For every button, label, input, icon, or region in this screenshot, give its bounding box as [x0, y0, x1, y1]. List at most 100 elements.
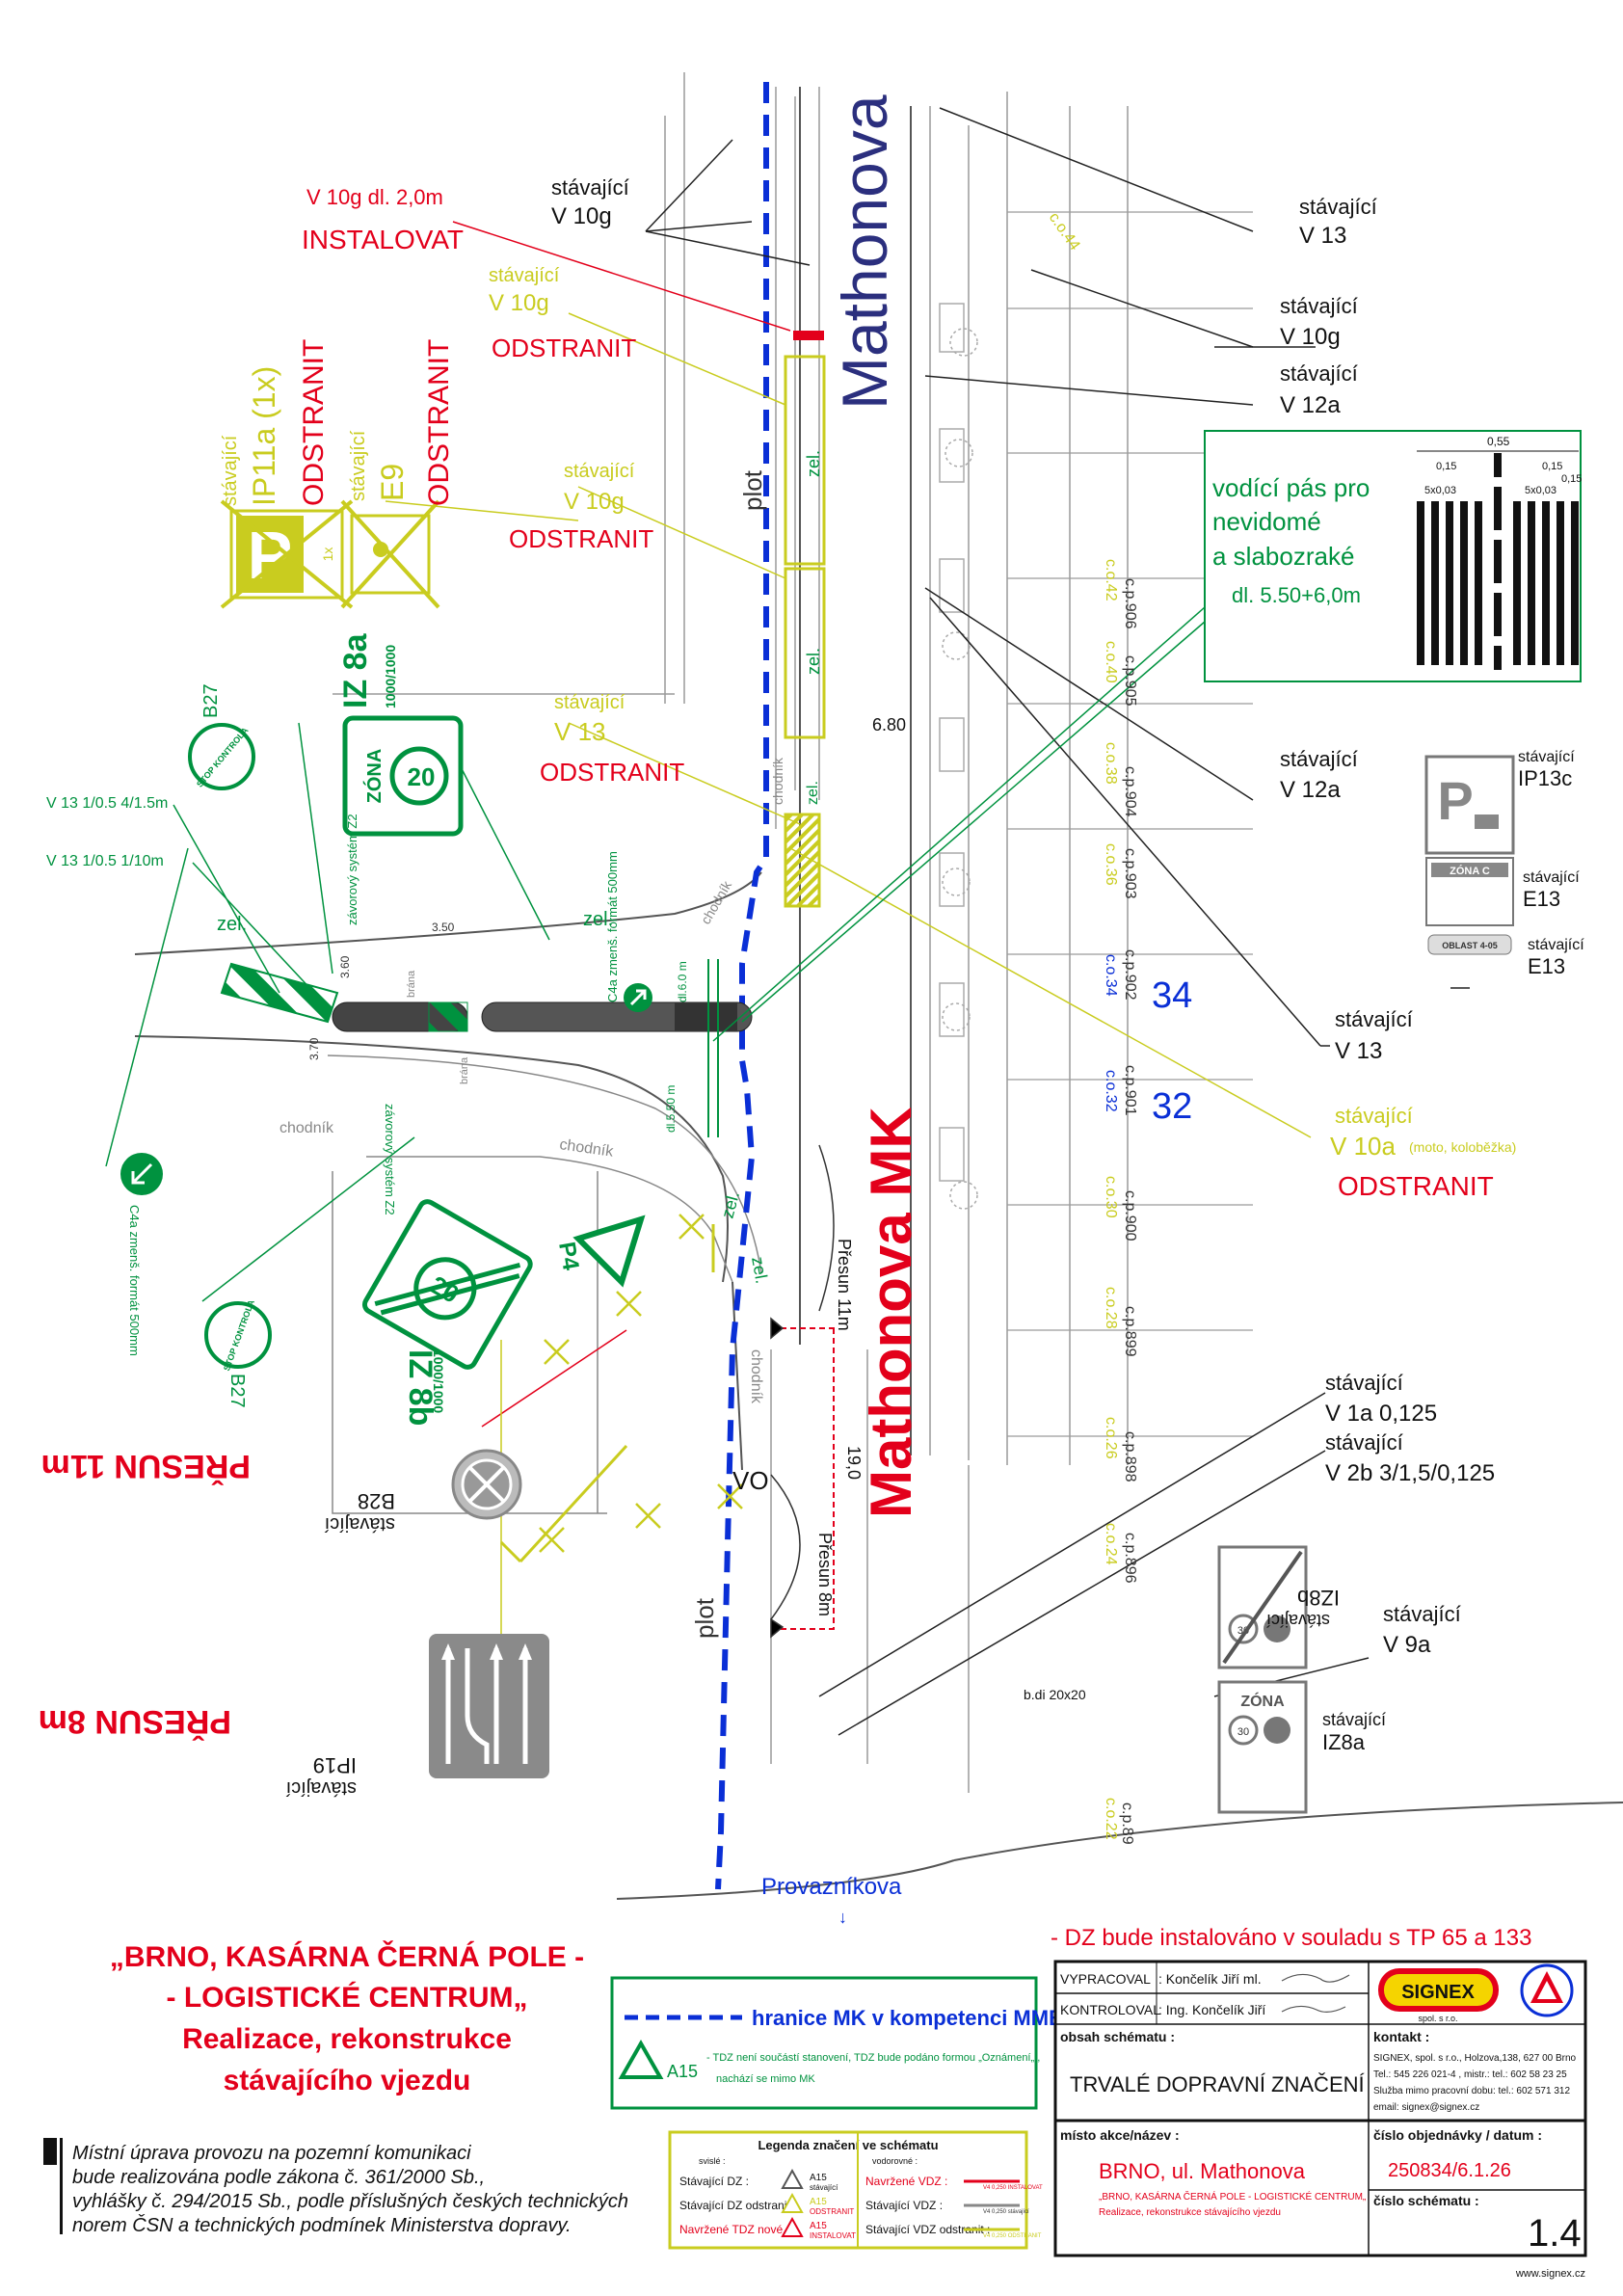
label-remove-ip11a: ODSTRANIT — [298, 339, 330, 506]
project-title-2: - LOGISTICKÉ CENTRUM„ — [167, 1981, 528, 2014]
iz8a-small-speed: 30 — [1237, 1726, 1249, 1738]
legal-block: Místní úprava provozu na pozemní komunik… — [43, 2138, 628, 2236]
tb-checked-label: KONTROLOVAL — [1060, 2002, 1160, 2017]
tb-place: BRNO, ul. Mathonova — [1099, 2159, 1306, 2183]
move-arrows — [770, 1144, 835, 1639]
guide-strip-markers — [707, 959, 719, 1137]
label-existing-v1a: stávající — [1325, 1371, 1403, 1395]
label-c4a-1: C4a zmenš. formát 500mm — [605, 851, 620, 1002]
label-chodnik-1: chodník — [279, 1120, 334, 1136]
label-existing-r3: stávající — [1280, 361, 1358, 386]
tb-contact-3: Služba mimo pracovní dobu: tel.: 602 571… — [1373, 2086, 1570, 2096]
label-existing-ip13c: stávající — [1518, 749, 1575, 765]
iz8b-small-sign: 30 — [1217, 1545, 1308, 1669]
label-iz8b: IZ 8b — [402, 1349, 439, 1426]
ip13c-parking-sign: P ZÓNA C OBLAST 4-05 — [1424, 755, 1515, 955]
label-existing-ip11a: stávající — [220, 435, 241, 506]
label-v10g-r2: V 10g — [1280, 324, 1341, 350]
label-existing-r2: stávající — [1280, 294, 1358, 318]
legend-existing-vdz-remove: Stávající VDZ odstranit : — [865, 2223, 990, 2236]
p4-yield-sign — [572, 1215, 646, 1288]
label-iz8b-small: IZ8b — [1297, 1586, 1340, 1610]
label-zel-2: zel. — [583, 909, 613, 930]
guide-title-3: a slabozraké — [1212, 542, 1354, 571]
ip11a-count: 1x — [320, 547, 335, 562]
label-existing-r5: stávající — [1335, 1007, 1413, 1031]
city-boundary-line — [715, 82, 769, 1890]
orient-28: c.o.28 — [1103, 1287, 1119, 1329]
legend-a15-1-sub: stávající — [810, 2183, 838, 2192]
tb-checked: : Ing. Končelík Jiří — [1158, 2002, 1265, 2017]
label-remove-3: ODSTRANIT — [540, 758, 684, 787]
label-v10a-note: (moto, koloběžka) — [1409, 1139, 1516, 1155]
label-move-8m: PŘESUN 8m — [39, 1703, 231, 1740]
note-tp-compliance: - DZ bude instalováno v souladu s TP 65 … — [1051, 1925, 1531, 1951]
house-906: c.p.906 — [1122, 578, 1138, 629]
street-mathonova-mk: Mathonova MK — [859, 1107, 923, 1518]
label-existing-v9a: stávající — [1383, 1602, 1461, 1626]
iz8a-zona-text: ZÓNA — [362, 749, 386, 804]
label-ip13c: IP13c — [1518, 766, 1572, 790]
label-dl55: dl.5.50 m — [664, 1085, 678, 1133]
legend-existing-dz: Stávající DZ : — [679, 2175, 749, 2188]
house-896: c.p.896 — [1122, 1533, 1138, 1584]
iz8a-speed: 20 — [408, 762, 436, 791]
legend-new-vdz: Navržené VDZ : — [865, 2175, 947, 2188]
orient-44: c.o.44 — [1046, 210, 1083, 254]
label-remove-e9: ODSTRANIT — [423, 339, 455, 506]
guide-width-015c: 0,15 — [1561, 473, 1582, 485]
a15-code: A15 — [667, 2062, 698, 2081]
tb-contact-1: SIGNEX, spol. s r.o., Holzova,138, 627 0… — [1373, 2053, 1577, 2064]
label-e9: E9 — [375, 464, 410, 501]
tb-order: 250834/6.1.26 — [1388, 2160, 1511, 2181]
label-v13-r1: V 13 — [1299, 223, 1346, 249]
project-title-4: stávajícího vjezdu — [224, 2065, 471, 2096]
signature-checked — [1281, 2005, 1346, 2013]
orientation-numbers: c.o.42 c.o.40 c.o.38 c.o.36 c.o.34 c.o.3… — [1046, 210, 1119, 1840]
guide-title-1: vodící pás pro — [1212, 473, 1370, 502]
label-house-34: 34 — [1152, 975, 1192, 1016]
legend-line-b: V4 0,250 stávající — [983, 2209, 1029, 2215]
label-v1a: V 1a 0,125 — [1325, 1401, 1437, 1427]
label-iz8a-small: IZ8a — [1322, 1730, 1366, 1754]
label-existing-e9: stávající — [348, 430, 369, 501]
b27-sign-top: STOP KONTROLA — [188, 723, 255, 790]
tb-order-label: číslo objednávky / datum : — [1373, 2127, 1542, 2143]
label-gate-2: brána — [459, 1056, 470, 1084]
label-v13-yellow: V 13 — [554, 717, 606, 746]
guide-strip-detail — [1204, 430, 1582, 682]
label-zel-1: zel. — [217, 914, 247, 935]
tb-contact-label: kontakt : — [1373, 2029, 1429, 2044]
label-barrier-system-2: závorový systém Z2 — [383, 1104, 397, 1215]
orient-24: c.o.24 — [1103, 1523, 1119, 1565]
label-presun-11m: Přesun 11m — [835, 1239, 854, 1331]
label-b28: B28 — [358, 1489, 395, 1513]
label-chodnik-5: chodník — [770, 757, 785, 805]
orient-26: c.o.26 — [1103, 1417, 1119, 1459]
signex-logo-sub: spol. s r.o. — [1418, 2014, 1457, 2023]
tb-contents: TRVALÉ DOPRAVNÍ ZNAČENÍ — [1070, 2072, 1366, 2096]
legend-a15-2-sub: ODSTRANIT — [810, 2207, 854, 2216]
street-mathonova: Mathonova — [829, 94, 900, 410]
legend-existing-vdz: Stávající VDZ : — [865, 2199, 943, 2212]
label-v13-r5: V 13 — [1335, 1038, 1382, 1064]
label-chodnik-3: chodník — [698, 877, 735, 926]
label-existing-b28: stávající — [324, 1513, 395, 1535]
legend-a15-3: A15 — [810, 2221, 827, 2231]
iz8b-zone-end-sign: 20 — [361, 1199, 533, 1370]
a15-text-1: - TDZ není součástí stanovení, TDZ bude … — [706, 2052, 1040, 2064]
legal-line-3: vyhlášky č. 294/2015 Sb., podle příslušn… — [72, 2191, 628, 2212]
ip19-sign — [429, 1634, 549, 1778]
tb-scheme: 1.4 — [1528, 2212, 1582, 2255]
house-903: c.p.903 — [1122, 848, 1138, 899]
label-vo: VO — [732, 1466, 769, 1495]
label-e13-1: E13 — [1523, 887, 1560, 911]
legend-col-2: vodorovné : — [872, 2156, 918, 2166]
label-zel-5: zel. — [805, 781, 821, 805]
label-existing-e13-1: stávající — [1523, 869, 1580, 886]
legend-a15-2: A15 — [810, 2197, 827, 2207]
label-gate-1: brána — [406, 970, 417, 998]
orient-30: c.o.30 — [1103, 1176, 1119, 1218]
guide-spec-b: 5x0,03 — [1525, 485, 1556, 496]
